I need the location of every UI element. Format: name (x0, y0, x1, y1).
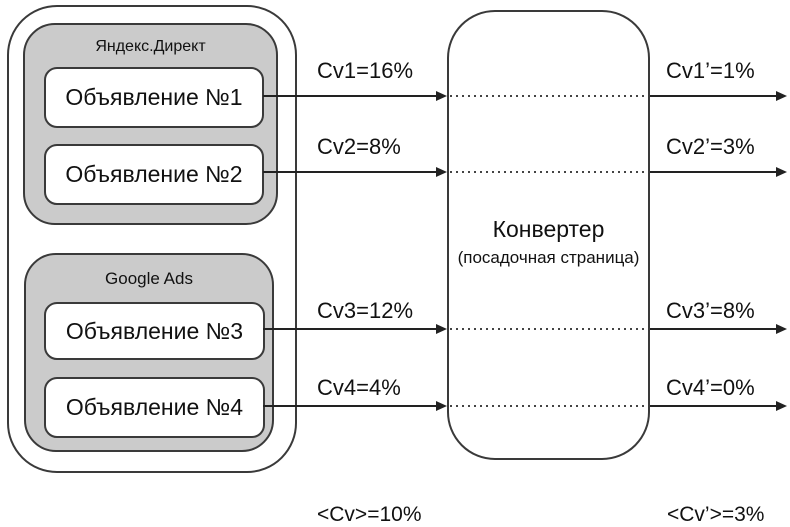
ad-box-3: Объявление №3 (44, 302, 265, 360)
flow4-line-out (650, 405, 777, 407)
flow4-arrowhead-in-icon (436, 401, 447, 411)
flow3-arrowhead-in-icon (436, 324, 447, 334)
flow1-cv-out-label: Cv1’=1% (666, 58, 755, 83)
flow1-line-dotted (450, 95, 648, 97)
flow3-line-out (650, 328, 777, 330)
flow1-cv-label: Cv1=16% (317, 58, 414, 83)
flow3-arrowhead-out-icon (776, 324, 787, 334)
average-cv-out-label: <Cv’>=3% (667, 503, 765, 526)
ad-box-2: Объявление №2 (44, 144, 264, 205)
flow4-arrowhead-out-icon (776, 401, 787, 411)
group-yandex-direct: Яндекс.Директ Объявление №1 Объявление №… (23, 23, 278, 225)
flow4-line-dotted (450, 405, 648, 407)
flow2-cv-label: Cv2=8% (317, 134, 401, 159)
ad-box-4-label: Объявление №4 (65, 394, 244, 420)
flow2-cv-out-label: Cv2’=3% (666, 134, 755, 159)
flow2-arrowhead-in-icon (436, 167, 447, 177)
flow2-line-dotted (450, 171, 648, 173)
flow1-line-out (650, 95, 777, 97)
ad-box-4: Объявление №4 (44, 377, 265, 438)
flow4-line-in (263, 405, 437, 407)
flow3-cv-out-label: Cv3’=8% (666, 298, 755, 323)
flow2-line-in (263, 171, 437, 173)
converter-subtitle: (посадочная страница) (457, 248, 640, 267)
average-cv-label: <Cv>=10% (317, 503, 422, 526)
flow1-arrowhead-in-icon (436, 91, 447, 101)
flow1-line-in (263, 95, 437, 97)
group-google-ads: Google Ads Объявление №3 Объявление №4 (24, 253, 274, 452)
group-yandex-direct-label: Яндекс.Директ (95, 38, 206, 55)
flow1-arrowhead-out-icon (776, 91, 787, 101)
flow3-line-in (263, 328, 437, 330)
ad-box-2-label: Объявление №2 (65, 161, 243, 187)
flow2-line-out (650, 171, 777, 173)
flow4-cv-label: Cv4=4% (317, 375, 401, 400)
flow2-arrowhead-out-icon (776, 167, 787, 177)
flow3-cv-label: Cv3=12% (317, 298, 414, 323)
ad-box-1: Объявление №1 (44, 67, 264, 128)
flow3-line-dotted (450, 328, 648, 330)
converter-box: Конвертер (посадочная страница) (447, 10, 650, 460)
converter-title: Конвертер (492, 216, 605, 242)
flow4-cv-out-label: Cv4’=0% (666, 375, 755, 400)
group-google-ads-label: Google Ads (105, 269, 193, 288)
ad-box-1-label: Объявление №1 (65, 84, 243, 110)
ad-box-3-label: Объявление №3 (65, 317, 244, 344)
